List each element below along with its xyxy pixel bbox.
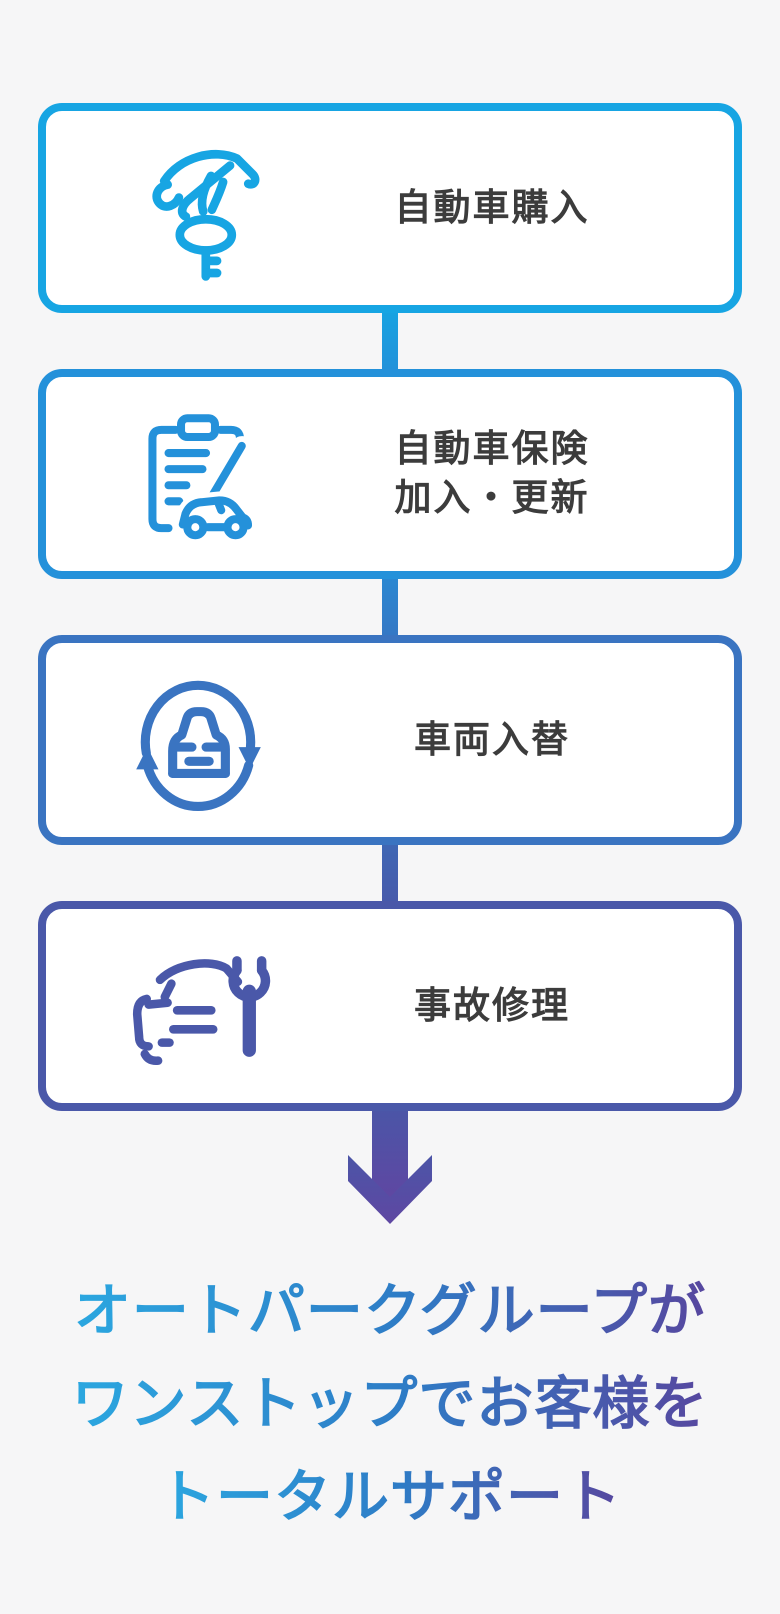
flow-step-label-line: 加入・更新: [394, 476, 590, 519]
clipboard-pen-car-icon: [110, 403, 286, 546]
footer-text-3: トータルサポート: [158, 1451, 622, 1544]
flow-step-label-line: 自動車購入: [394, 185, 590, 229]
flow-step-label: 自動車購入: [286, 184, 734, 233]
hand-key-icon: [110, 133, 286, 283]
car-wrench-icon: [110, 940, 286, 1073]
flow-step-label-line: 自動車保険: [394, 427, 590, 471]
footer-message: オートパークグループが ワンストップでお客様を トータルサポート: [0, 1265, 780, 1544]
footer-text-2: ワンストップでお客様を: [72, 1358, 709, 1451]
car-cycle-icon: [110, 664, 286, 816]
flow-step-car-insurance: 自動車保険 加入・更新: [38, 369, 742, 579]
footer-line: ワンストップでお客様を: [0, 1358, 780, 1451]
flow-step-vehicle-swap: 車両入替: [38, 635, 742, 845]
connector-line-3: [382, 845, 398, 901]
footer-line: トータルサポート: [0, 1451, 780, 1544]
connector-line-2: [382, 579, 398, 635]
footer-text-1: オートパークグループが: [74, 1265, 706, 1358]
connector-line-1: [382, 313, 398, 369]
flow-step-label: 自動車保険 加入・更新: [286, 425, 734, 523]
flow-step-label-line: 事故修理: [414, 983, 570, 1027]
flow-step-car-purchase: 自動車購入: [38, 103, 742, 313]
flow-step-accident-repair: 事故修理: [38, 901, 742, 1111]
flow-step-label: 車両入替: [286, 716, 734, 765]
flow-step-label-line: 車両入替: [414, 717, 570, 761]
flow-step-label: 事故修理: [286, 982, 734, 1031]
footer-line: オートパークグループが: [0, 1265, 780, 1358]
down-arrow-icon: [0, 1111, 780, 1225]
flow-diagram: 自動車購入: [0, 103, 780, 1544]
